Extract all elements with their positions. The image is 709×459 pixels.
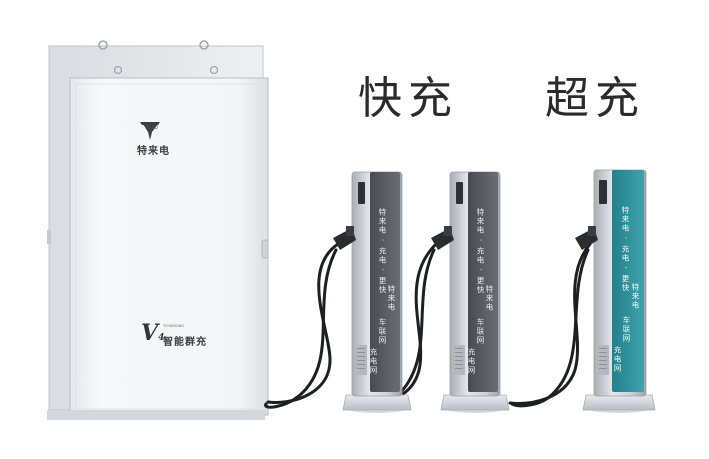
cabinet-brand-logo: 特来电: [137, 146, 170, 157]
pile-3-tag-1: 特来电: [631, 283, 640, 310]
pile-1-tag-1: 特来电: [387, 285, 396, 312]
fast-charging-pile-1: [333, 171, 412, 413]
super-charging-pile: [575, 169, 656, 413]
pile-2-tag-3: 充电网: [467, 348, 476, 375]
pile-2-slogan: 特来电 · 充电 · 更快: [476, 208, 485, 295]
pile-3-tag-3: 充电网: [613, 346, 622, 373]
pile-3-tag-2: 车联网: [622, 316, 631, 343]
pile-1-tag-3: 充电网: [369, 348, 378, 375]
charging-cables: [264, 242, 592, 409]
pile-2-tag-1: 特来电: [485, 285, 494, 312]
pile-2-tag-2: 车联网: [476, 318, 485, 345]
cabinet-product-name: 智能群充: [163, 337, 207, 348]
pile-3-slogan: 特来电 · 充电 · 更快: [621, 206, 630, 293]
cabinet-model-letter: V: [141, 320, 159, 346]
cabinet-model-suffix: 4: [158, 333, 165, 343]
pile-1-tag-2: 车联网: [378, 318, 387, 345]
fast-charging-pile-2: [431, 171, 510, 413]
pile-1-slogan: 特来电 · 充电 · 更快: [378, 208, 387, 295]
charging-cabinet: [47, 40, 269, 420]
cabinet-logo-subtext: TELD: [146, 125, 159, 130]
cabinet-model-mark: V4: [141, 320, 164, 346]
super-charge-heading: 超充: [545, 73, 645, 124]
cabinet-product-subtext: TCHARGING: [163, 324, 184, 328]
fast-charge-heading: 快充: [358, 73, 458, 124]
